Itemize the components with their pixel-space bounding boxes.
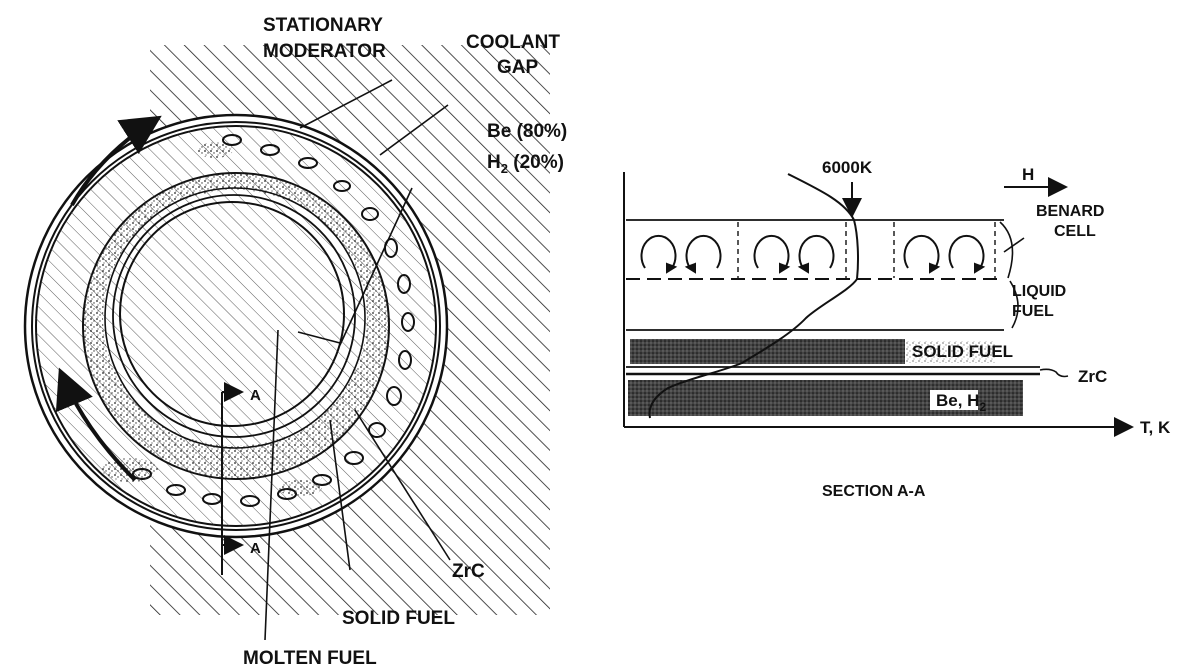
molten-fuel-label: MOLTEN FUEL [243, 648, 377, 669]
rotation-arrow-bottom [55, 367, 137, 482]
liquid-fuel-label-line1: LIQUID [1012, 283, 1066, 300]
solid-fuel-inner-edge [104, 187, 366, 449]
flow-direction-label: H [1022, 165, 1034, 184]
temperature-peak-label: 6000K [822, 158, 873, 177]
molten-fuel-boundary [112, 194, 356, 438]
benard-cell-label-line1: BENARD [1036, 203, 1104, 220]
benard-cell-dividers [737, 222, 996, 278]
stationary-moderator-hatching [150, 45, 550, 615]
temperature-profile [648, 173, 859, 419]
solid-fuel-label: SOLID FUEL [342, 608, 455, 629]
leader-lines [264, 79, 451, 641]
benard-cells [640, 234, 986, 274]
section-caption: SECTION A-A [822, 483, 926, 500]
stationary-label-line1: STATIONARY [263, 15, 383, 36]
section-zrc-label: ZrC [1078, 367, 1107, 386]
coolant-gap-label-line1: COOLANT [466, 32, 560, 53]
benard-cell-label-line2: CELL [1054, 223, 1096, 240]
section-marker [221, 382, 244, 575]
zrc-label: ZrC [452, 561, 485, 582]
be-h2-texture [102, 142, 322, 496]
section-marker-bottom-label: A [250, 540, 261, 557]
section-view [623, 172, 1134, 437]
stationary-label-line2: MODERATOR [263, 41, 386, 62]
be-fraction-label: Be (80%) [487, 121, 567, 142]
central-cavity [119, 201, 345, 427]
section-marker-top-label: A [250, 387, 261, 404]
coolant-gap-ring [31, 121, 441, 531]
be-h2-band [628, 380, 1023, 416]
section-solid-fuel-label: SOLID FUEL [912, 342, 1013, 361]
cross-section [23, 45, 550, 641]
h2-fraction-label: H2 (20%) [487, 152, 564, 176]
liquid-fuel-label-line2: FUEL [1012, 303, 1054, 320]
coolant-gap-label-line2: GAP [497, 57, 539, 78]
solid-fuel-band [630, 339, 995, 364]
be-h2-label: Be, H2 [936, 391, 986, 414]
section-leaders [999, 221, 1069, 378]
rotation-arrow-top [70, 115, 162, 206]
temperature-axis-label: T, K [1140, 418, 1171, 437]
